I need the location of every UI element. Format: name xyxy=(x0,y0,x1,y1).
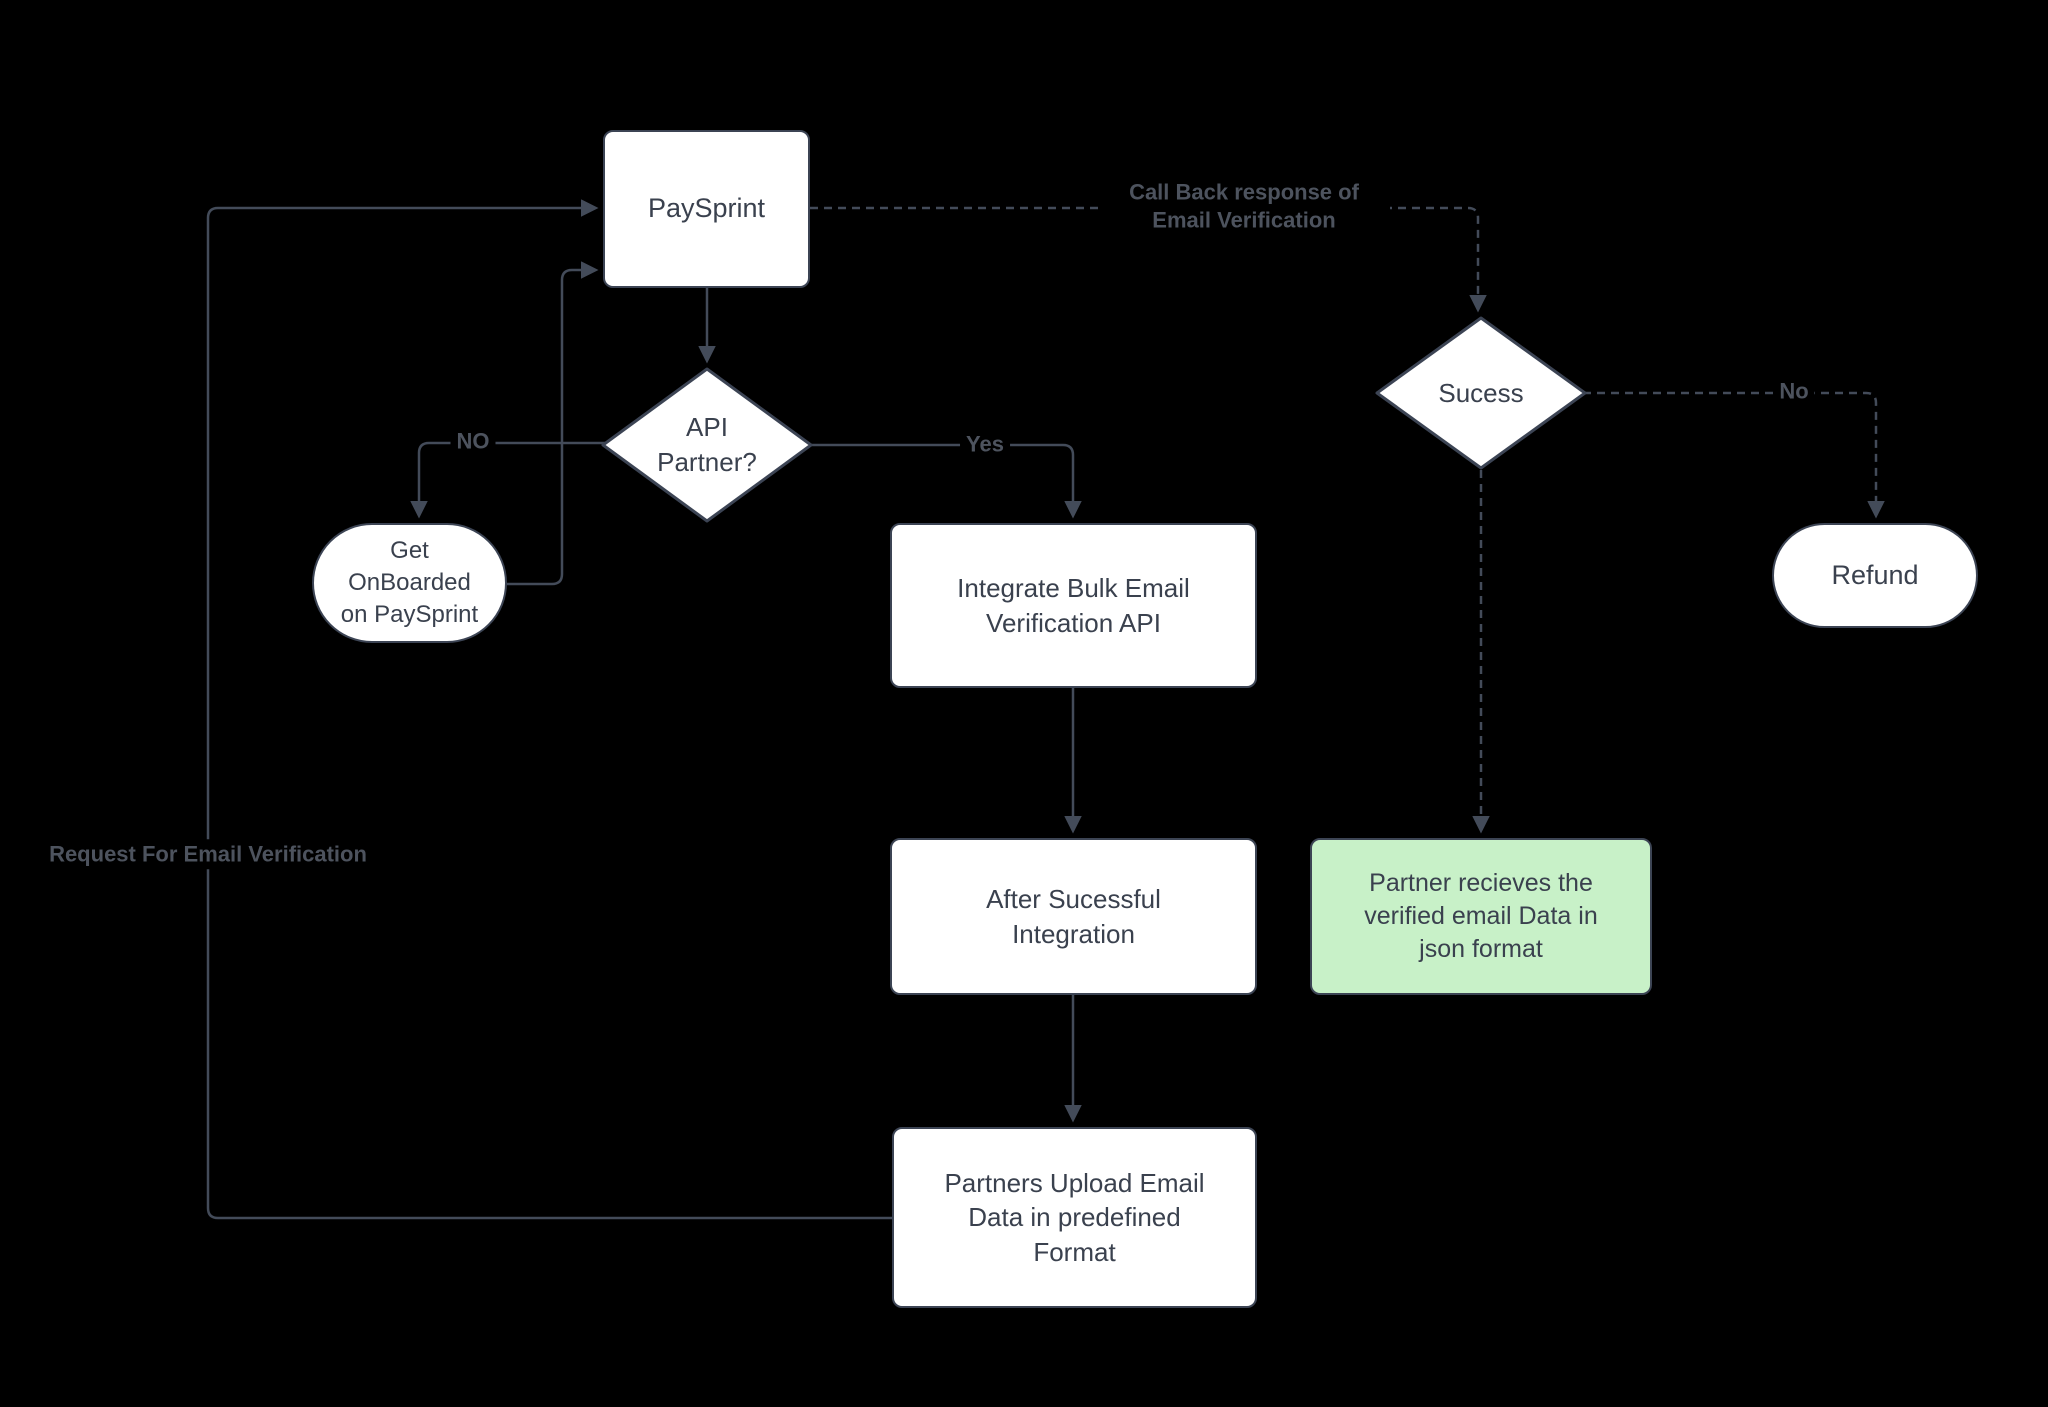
node-integrate-api: Integrate Bulk Email Verification API xyxy=(890,523,1257,688)
node-integrate-api-label: Integrate Bulk Email Verification API xyxy=(957,572,1190,638)
edge-label-request: Request For Email Verification xyxy=(43,839,373,869)
node-partner-receives-label: Partner recieves the verified email Data… xyxy=(1364,868,1598,964)
edge-callback-to-success xyxy=(810,206,1487,313)
node-partners-upload: Partners Upload Email Data in predefined… xyxy=(892,1127,1257,1308)
node-api-partner-label: API Partner? xyxy=(657,412,757,477)
node-get-onboarded-label: Get OnBoarded on PaySprint xyxy=(340,537,479,628)
node-success-label: Sucess xyxy=(1438,377,1524,408)
node-paysprint-label: PaySprint xyxy=(647,193,766,224)
diamond-shape xyxy=(1375,316,1587,470)
node-api-partner: API Partner? xyxy=(600,366,814,524)
edge-onboarded-to-paysprint xyxy=(507,261,599,586)
node-partners-upload-label: Partners Upload Email Data in predefined… xyxy=(944,1167,1205,1267)
edge-success-no-to-refund xyxy=(1583,391,1885,519)
edge-label-no: NO xyxy=(450,426,496,456)
node-refund-label: Refund xyxy=(1831,559,1919,590)
node-success: Sucess xyxy=(1374,315,1588,471)
edge-apipartner-yes xyxy=(809,443,1082,519)
node-refund: Refund xyxy=(1772,523,1978,628)
edge-label-yes: Yes xyxy=(960,429,1010,459)
edge-label-callback: Call Back response of Email Verification xyxy=(1098,177,1390,235)
diamond-shape xyxy=(601,367,813,523)
node-paysprint: PaySprint xyxy=(603,130,810,288)
edge-label-refund-no: No xyxy=(1773,376,1815,406)
edge-apipartner-no xyxy=(410,441,605,519)
node-partner-receives: Partner recieves the verified email Data… xyxy=(1310,838,1652,995)
edge-request-to-paysprint xyxy=(206,199,892,1220)
node-after-integration-label: After Sucessful Integration xyxy=(986,883,1161,949)
node-get-onboarded: Get OnBoarded on PaySprint xyxy=(312,523,507,643)
node-after-integration: After Sucessful Integration xyxy=(890,838,1257,995)
